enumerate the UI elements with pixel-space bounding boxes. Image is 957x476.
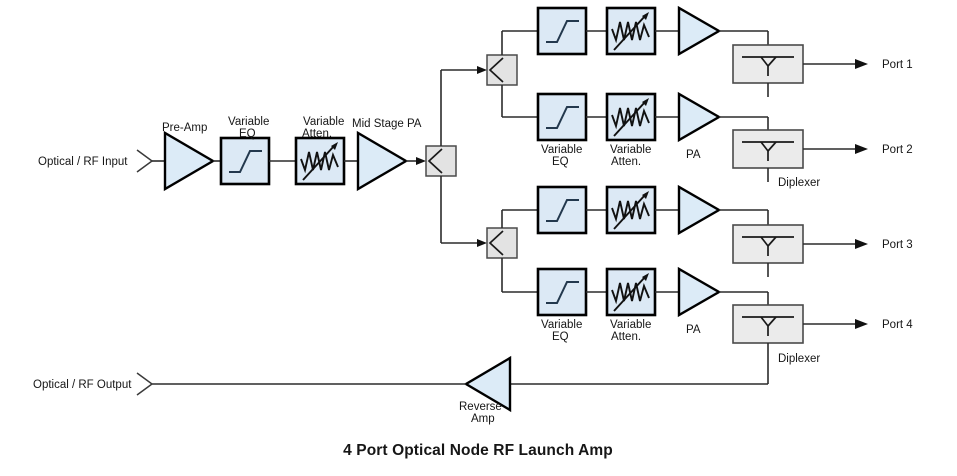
attenuator-zigzag-arrow-icon-branch3 <box>611 200 650 223</box>
diplexer-port2 <box>732 129 804 169</box>
branch-eq-label-line1-lower: Variable <box>541 319 582 331</box>
equalizer-s-curve-icon-branch1 <box>546 20 579 43</box>
diplexer-y-filter-icon-right-4 <box>767 316 777 327</box>
diplexer-label-upper: Diplexer <box>778 177 820 189</box>
attenuator-arrow-shaft-branch1 <box>613 15 646 51</box>
preamp-amplifier <box>163 130 216 192</box>
branch3-variable-eq <box>536 185 588 235</box>
equalizer-s-curve-icon <box>229 150 262 173</box>
arrow-head-icon-port2 <box>855 144 868 154</box>
attenuator-arrow-head <box>331 142 338 150</box>
attenuator-zigzag-arrow-icon-branch2 <box>611 107 650 130</box>
branch-atten-label-line2-upper: Atten. <box>611 156 641 168</box>
attenuator-arrow-head-branch1 <box>642 12 649 20</box>
attenuator-arrow-shaft-branch2 <box>613 101 646 137</box>
main-eq-label-line2: EQ <box>239 128 256 140</box>
arrow-head-icon-port1 <box>855 59 868 69</box>
attenuator-zigzag-arrow-icon <box>300 151 339 174</box>
arrow-head-icon-port3 <box>855 239 868 249</box>
attenuator-arrow-head-branch2 <box>642 98 649 106</box>
port-3-label: Port 3 <box>882 239 913 251</box>
diagram-title: 4 Port Optical Node RF Launch Amp <box>343 442 613 459</box>
arrow-head-icon-to-lower-splitter <box>477 239 487 247</box>
splitter-chevron-icon-upper <box>488 57 504 83</box>
branch4-pa-amplifier <box>677 266 722 318</box>
open-chevron-icon <box>136 149 154 173</box>
arrow-head-icon-to-upper-splitter <box>477 66 487 74</box>
branch-atten-label-line1-upper: Variable <box>610 144 651 156</box>
branch-atten-label-line2-lower: Atten. <box>611 331 641 343</box>
port-1-label: Port 1 <box>882 59 913 71</box>
branch2-pa-amplifier <box>677 91 722 143</box>
port-4-label: Port 4 <box>882 319 913 331</box>
main-eq-label-line1: Variable <box>228 116 269 128</box>
attenuator-zigzag-arrow-icon-branch1 <box>611 21 650 44</box>
branch3-pa-amplifier <box>677 184 722 236</box>
attenuator-arrow-shaft-branch4 <box>613 276 646 312</box>
open-chevron-icon-output <box>136 372 154 396</box>
arrow-head-icon-to-main-splitter <box>416 157 426 165</box>
diplexer-label-lower: Diplexer <box>778 353 820 365</box>
equalizer-s-curve-icon-branch2 <box>546 106 579 129</box>
branch-pa-label-lower: PA <box>686 324 701 336</box>
attenuator-arrow-shaft-branch3 <box>613 194 646 230</box>
branch-pa-label-upper: PA <box>686 149 701 161</box>
diplexer-port1 <box>732 44 804 84</box>
attenuator-arrow-shaft <box>302 145 335 181</box>
diplexer-y-filter-icon-right-3 <box>767 236 777 247</box>
branch-atten-label-line1-lower: Variable <box>610 319 651 331</box>
diplexer-port3 <box>732 224 804 264</box>
reverse-amp-amplifier <box>463 355 512 413</box>
branch-eq-label-line1-upper: Variable <box>541 144 582 156</box>
port-2-label: Port 2 <box>882 144 913 156</box>
diplexer-y-filter-icon-right-1 <box>767 56 777 67</box>
branch-eq-label-line2-lower: EQ <box>552 331 569 343</box>
input-label: Optical / RF Input <box>38 156 128 168</box>
branch-eq-label-line2-upper: EQ <box>552 156 569 168</box>
branch1-pa-amplifier <box>677 5 722 57</box>
attenuator-zigzag-arrow-icon-branch4 <box>611 282 650 305</box>
output-label: Optical / RF Output <box>33 379 132 391</box>
mid-stage-pa-label: Mid Stage PA <box>352 118 422 130</box>
attenuator-arrow-head-branch4 <box>642 273 649 281</box>
main-atten-label-line2: Atten. <box>302 128 332 140</box>
reverse-amp-label-line2: Amp <box>471 413 495 425</box>
preamp-label: Pre-Amp <box>162 122 207 134</box>
diplexer-y-filter-icon-right-2 <box>767 141 777 152</box>
diplexer-port4 <box>732 304 804 344</box>
attenuator-arrow-head-branch3 <box>642 191 649 199</box>
arrow-head-icon-port4 <box>855 319 868 329</box>
reverse-amp-label-line1: Reverse <box>459 401 502 413</box>
main-atten-label-line1: Variable <box>303 116 344 128</box>
equalizer-s-curve-icon-branch4 <box>546 281 579 304</box>
equalizer-s-curve-icon-branch3 <box>546 199 579 222</box>
mid-stage-pa-amplifier <box>356 130 409 192</box>
splitter-chevron-icon-lower <box>488 230 504 256</box>
splitter-chevron-icon-main <box>427 148 443 174</box>
